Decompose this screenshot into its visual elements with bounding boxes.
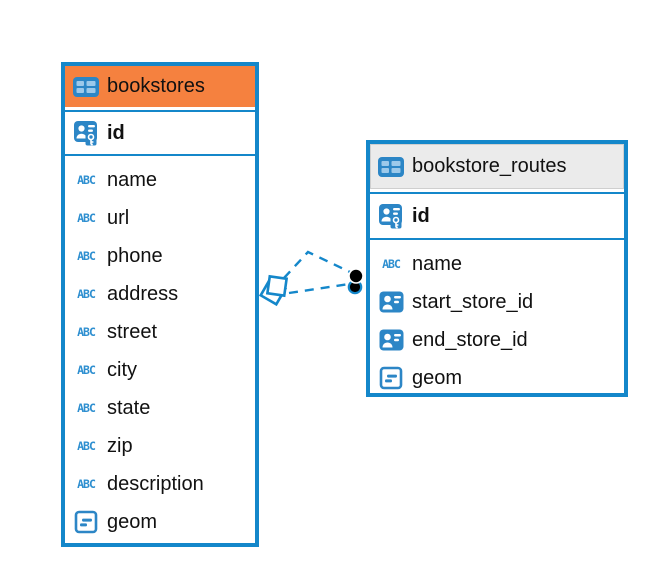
column-name: end_store_id — [412, 328, 528, 351]
column-row-geom[interactable]: geom — [377, 359, 620, 397]
primary-key-row[interactable]: id — [65, 112, 255, 154]
column-row-city[interactable]: ABC city — [72, 351, 251, 389]
column-name: geom — [107, 510, 158, 533]
table-name: bookstore_routes — [412, 155, 567, 177]
header-separator — [370, 192, 624, 194]
text-type-icon: ABC — [382, 257, 401, 271]
column-name: state — [107, 396, 151, 419]
column-name: geom — [412, 366, 463, 389]
reference-type-icon — [377, 328, 405, 352]
text-type-icon: ABC — [77, 249, 96, 263]
table-icon — [377, 155, 405, 179]
column-name: start_store_id — [412, 290, 534, 313]
column-row-description[interactable]: ABC description — [72, 465, 251, 503]
column-row-url[interactable]: ABC url — [72, 199, 251, 237]
geometry-type-icon — [72, 510, 100, 534]
table-header-bookstores[interactable]: bookstores — [65, 66, 255, 107]
column-name: phone — [107, 244, 163, 267]
key-separator — [65, 154, 255, 156]
text-type-icon: ABC — [77, 439, 96, 453]
text-type-icon: ABC — [77, 401, 96, 415]
column-row-zip[interactable]: ABC zip — [72, 427, 251, 465]
text-type-icon: ABC — [77, 477, 96, 491]
column-name: street — [107, 320, 158, 343]
relationship-parent-diamond-marker[interactable] — [258, 274, 289, 307]
relationship-child-dot-marker[interactable] — [347, 268, 364, 295]
column-name: description — [107, 472, 204, 495]
text-type-icon: ABC — [77, 173, 96, 187]
column-name: zip — [107, 434, 133, 457]
primary-key-icon — [72, 120, 100, 146]
column-name: name — [107, 168, 158, 191]
primary-key-name: id — [412, 204, 430, 227]
column-name: name — [412, 252, 463, 275]
column-row-geom[interactable]: geom — [72, 503, 251, 541]
relationship-line-straight[interactable] — [288, 282, 350, 295]
primary-key-icon — [377, 203, 405, 229]
table-icon — [72, 75, 100, 99]
primary-key-row[interactable]: id — [370, 194, 624, 238]
relationship-line-bent[interactable] — [283, 250, 351, 279]
text-type-icon: ABC — [77, 363, 96, 377]
table-name: bookstores — [107, 75, 205, 97]
primary-key-name: id — [107, 121, 125, 144]
column-name: url — [107, 206, 130, 229]
column-row-address[interactable]: ABC address — [72, 275, 251, 313]
header-separator — [65, 110, 255, 112]
reference-type-icon — [377, 290, 405, 314]
column-row-name[interactable]: ABC name — [72, 161, 251, 199]
key-separator — [370, 238, 624, 240]
text-type-icon: ABC — [77, 325, 96, 339]
table-header-bookstore-routes[interactable]: bookstore_routes — [370, 144, 624, 189]
column-name: address — [107, 282, 179, 305]
column-row-end_store_id[interactable]: end_store_id — [377, 321, 620, 359]
column-row-name[interactable]: ABC name — [377, 245, 620, 283]
column-row-phone[interactable]: ABC phone — [72, 237, 251, 275]
entity-table-bookstore-routes[interactable]: bookstore_routes id ABC — [366, 140, 628, 397]
geometry-type-icon — [377, 366, 405, 390]
column-row-street[interactable]: ABC street — [72, 313, 251, 351]
column-name: city — [107, 358, 137, 381]
column-row-state[interactable]: ABC state — [72, 389, 251, 427]
text-type-icon: ABC — [77, 287, 96, 301]
column-row-start_store_id[interactable]: start_store_id — [377, 283, 620, 321]
text-type-icon: ABC — [77, 211, 96, 225]
